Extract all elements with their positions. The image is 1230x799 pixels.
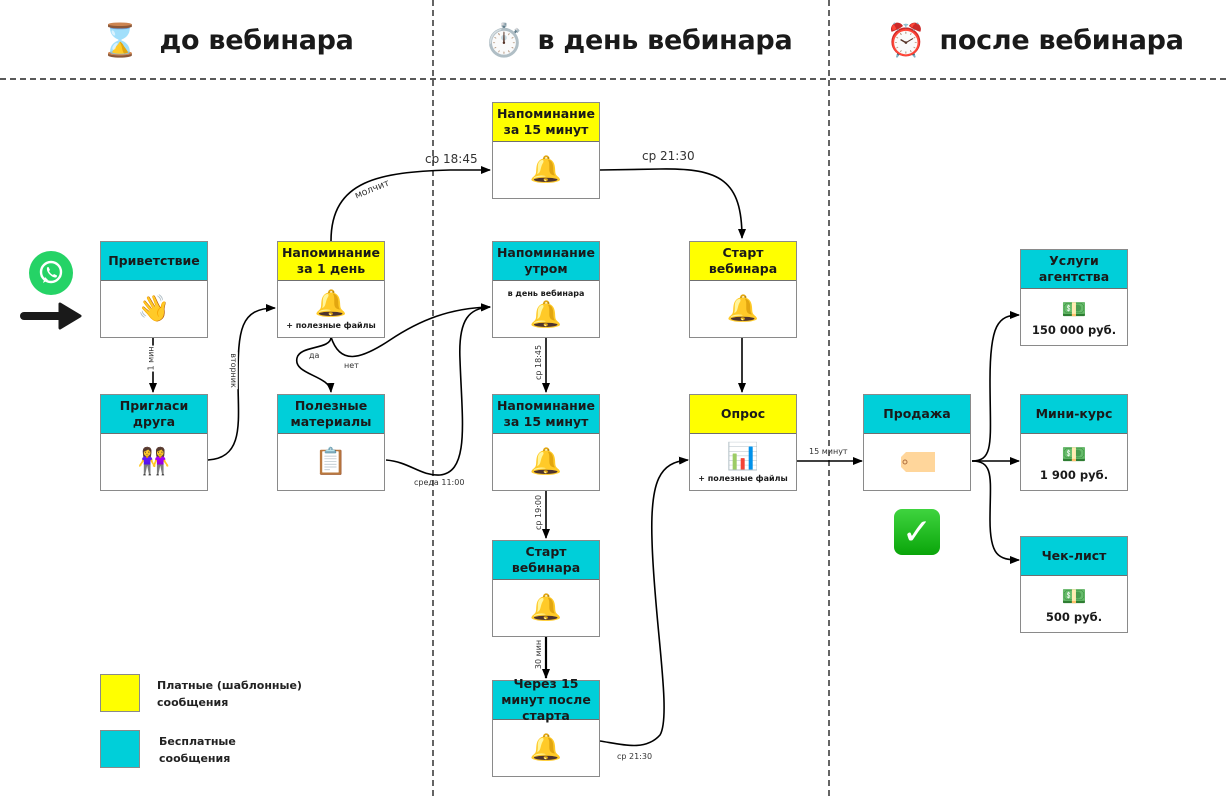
bell-icon: 🔔 <box>314 288 348 319</box>
hourglass-icon: ⌛ <box>100 21 140 59</box>
node-title: Продажа <box>864 395 970 434</box>
node-webinar-start-paid[interactable]: Старт вебинара 🔔 <box>689 241 797 338</box>
money-icon: 💵 <box>1061 441 1087 466</box>
node-reminder-15-min-paid[interactable]: Напоминание за 15 минут 🔔 <box>492 102 600 199</box>
node-title: Услуги агентства <box>1021 250 1127 289</box>
node-reminder-morning[interactable]: Напоминание утром в день вебинара 🔔 <box>492 241 600 338</box>
stopwatch-icon: ⏱️ <box>484 21 524 59</box>
edge-reminder15-start <box>599 168 746 239</box>
phase-title: в день вебинара <box>537 24 793 56</box>
bell-icon: 🔔 <box>529 299 563 330</box>
node-price: 500 руб. <box>1045 609 1103 624</box>
node-title: Старт вебинара <box>690 242 796 281</box>
node-title: Напоминание за 1 день <box>278 242 384 281</box>
edge-label-30-min: 30 мин <box>534 639 544 670</box>
node-title: Опрос <box>690 395 796 434</box>
edge-after15-poll <box>599 456 689 747</box>
bell-icon: 🔔 <box>529 155 563 185</box>
phase-before-webinar: ⌛ до вебинара <box>100 18 354 62</box>
node-reminder-15-min-free[interactable]: Напоминание за 15 минут 🔔 <box>492 394 600 491</box>
node-invite-friend[interactable]: Пригласи друга 👭 <box>100 394 208 491</box>
node-title: Пригласи друга <box>101 395 207 434</box>
legend-label-paid: Платные (шаблонные) сообщения <box>157 679 302 709</box>
node-title: Через 15 минут после старта <box>493 676 599 723</box>
edge-label-wed-1845-vert: ср 18:45 <box>534 344 544 381</box>
entry-arrow-head <box>58 302 82 330</box>
node-greeting[interactable]: Приветствие 👋 <box>100 241 208 338</box>
node-checklist[interactable]: Чек-лист 💵 500 руб. <box>1020 536 1128 633</box>
money-icon: 💵 <box>1061 583 1087 608</box>
edge-label-wed-2130-bottom: ср 21:30 <box>617 752 653 761</box>
node-price: 150 000 руб. <box>1031 322 1117 337</box>
node-title: Напоминание за 15 минут <box>493 103 599 142</box>
edge-yes <box>296 336 335 393</box>
bell-icon: 🔔 <box>726 294 760 324</box>
legend-swatch-free <box>100 730 140 768</box>
node-title: Напоминание за 15 минут <box>493 395 599 434</box>
node-title: Старт вебинара <box>493 541 599 580</box>
edge-label-wed-1900: ср 19:00 <box>534 494 544 531</box>
edge-materials-morning <box>385 303 491 476</box>
node-webinar-start-free[interactable]: Старт вебинара 🔔 <box>492 540 600 637</box>
edge-label-no: нет <box>344 361 359 370</box>
phase-title: после вебинара <box>939 24 1184 56</box>
node-mini-course[interactable]: Мини-курс 💵 1 900 руб. <box>1020 394 1128 491</box>
alarm-clock-icon: ⏰ <box>886 21 926 59</box>
edge-label-1-min: 1 мин <box>146 345 156 372</box>
bell-icon: 🔔 <box>529 447 563 477</box>
edge-label-tuesday: вторник <box>228 352 238 389</box>
price-tag-icon <box>900 451 935 473</box>
edge-no <box>330 303 491 358</box>
edge-invite-reminder <box>207 304 276 461</box>
legend-label-free: Бесплатные сообщения <box>159 735 236 765</box>
bar-chart-icon: 📊 <box>726 441 760 472</box>
node-price: 1 900 руб. <box>1039 467 1109 482</box>
waving-hand-icon: 👋 <box>137 294 171 324</box>
phase-webinar-day: ⏱️ в день вебинара <box>484 18 793 62</box>
edge-label-wed-1845-top: ср 18:45 <box>425 152 478 166</box>
node-note: в день вебинара <box>507 288 585 298</box>
edge-label-15-min: 15 минут <box>809 447 848 456</box>
edge-label-wed-2130-top: ср 21:30 <box>642 149 695 163</box>
two-women-icon: 👭 <box>137 447 171 477</box>
check-mark-icon: ✓ <box>894 509 940 555</box>
node-poll[interactable]: Опрос 📊 + полезные файлы <box>689 394 797 491</box>
money-icon: 💵 <box>1061 296 1087 321</box>
edge-label-yes: да <box>309 351 320 360</box>
edge-sale-checklist <box>971 460 1020 564</box>
node-after-15-min[interactable]: Через 15 минут после старта 🔔 <box>492 676 600 777</box>
phase-title: до вебинара <box>159 24 354 56</box>
legend-swatch-paid <box>100 674 140 712</box>
node-title: Полезные материалы <box>278 395 384 434</box>
bell-icon: 🔔 <box>529 733 563 763</box>
node-title: Чек-лист <box>1021 537 1127 576</box>
node-useful-materials[interactable]: Полезные материалы 📋 <box>277 394 385 491</box>
clipboard-icon: 📋 <box>314 447 348 477</box>
whatsapp-icon <box>29 251 73 295</box>
node-agency-services[interactable]: Услуги агентства 💵 150 000 руб. <box>1020 249 1128 346</box>
node-title: Напоминание утром <box>493 242 599 281</box>
node-note: + полезные файлы <box>286 320 376 330</box>
edge-sale-agency <box>971 311 1020 462</box>
edge-label-wed-1100: среда 11:00 <box>414 478 465 487</box>
node-title: Мини-курс <box>1021 395 1127 434</box>
node-reminder-1-day[interactable]: Напоминание за 1 день 🔔 + полезные файлы <box>277 241 385 338</box>
node-note: + полезные файлы <box>698 473 788 483</box>
bell-icon: 🔔 <box>529 593 563 623</box>
node-title: Приветствие <box>101 242 207 281</box>
phase-after-webinar: ⏰ после вебинара <box>886 18 1184 62</box>
node-sale[interactable]: Продажа <box>863 394 971 491</box>
edge-silent <box>330 166 491 242</box>
